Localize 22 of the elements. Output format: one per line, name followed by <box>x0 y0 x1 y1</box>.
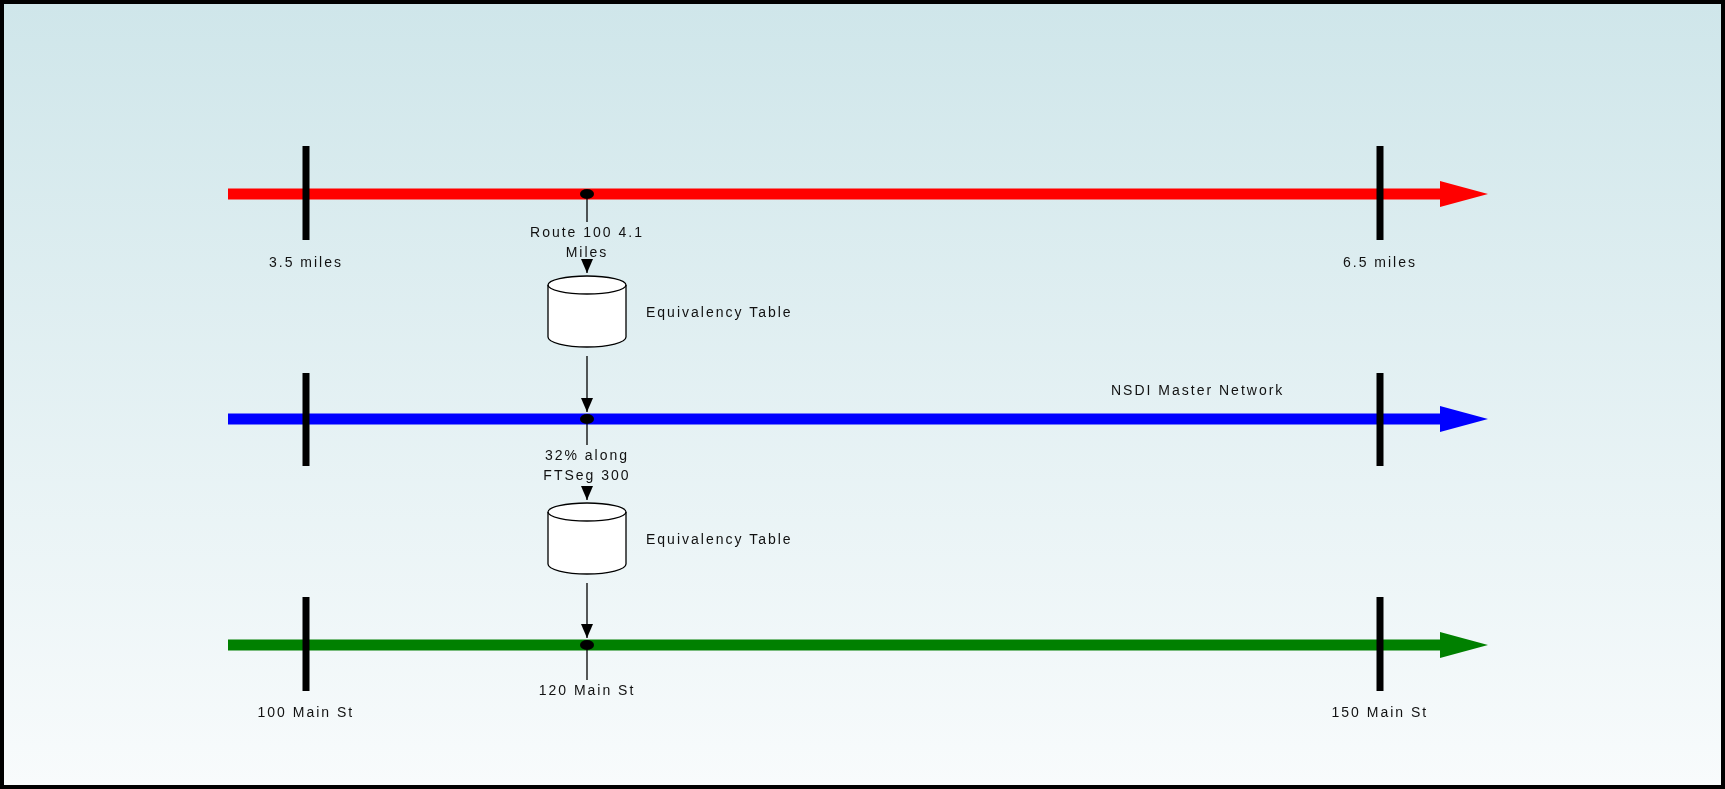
measure-label: 3.5 miles <box>269 253 344 272</box>
node-label: 32% along FTSeg 300 <box>542 446 632 485</box>
node-label: 120 Main St <box>537 681 637 700</box>
table-label: Equivalency Table <box>646 529 793 549</box>
leader-line <box>586 649 588 681</box>
point-marker <box>580 640 594 650</box>
table-label: Equivalency Table <box>646 302 793 322</box>
measure-label: 100 Main St <box>257 703 355 722</box>
point-marker <box>580 189 594 199</box>
arrow <box>581 582 593 639</box>
measure-label: 6.5 miles <box>1343 253 1418 272</box>
network-title: NSDI Master Network <box>1111 381 1285 400</box>
arrow <box>581 355 593 413</box>
node-label: Route 100 4.1 Miles <box>529 223 645 262</box>
leader-line <box>586 198 588 223</box>
measure-label: 150 Main St <box>1331 703 1429 722</box>
database-cylinder <box>547 502 627 575</box>
arrow <box>581 486 593 501</box>
arrow <box>581 259 593 274</box>
database-cylinder <box>547 275 627 348</box>
point-marker <box>580 414 594 424</box>
leader-line <box>586 423 588 446</box>
